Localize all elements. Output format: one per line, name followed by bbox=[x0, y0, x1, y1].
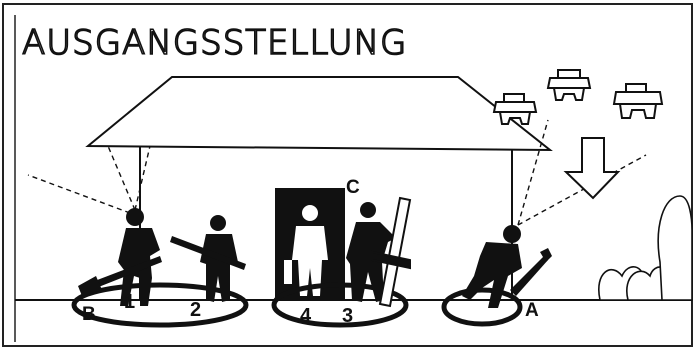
label-3: 3 bbox=[342, 305, 353, 327]
label-4: 4 bbox=[300, 305, 312, 327]
diagram-title: AUSGANGSSTELLUNG bbox=[22, 23, 407, 63]
label-2: 2 bbox=[190, 299, 201, 321]
tree bbox=[658, 196, 692, 300]
label-c: C bbox=[346, 177, 360, 198]
label-a: A bbox=[525, 300, 539, 321]
label-b: B bbox=[82, 304, 96, 325]
label-1: 1 bbox=[124, 291, 135, 313]
door-handle-left bbox=[284, 260, 292, 284]
